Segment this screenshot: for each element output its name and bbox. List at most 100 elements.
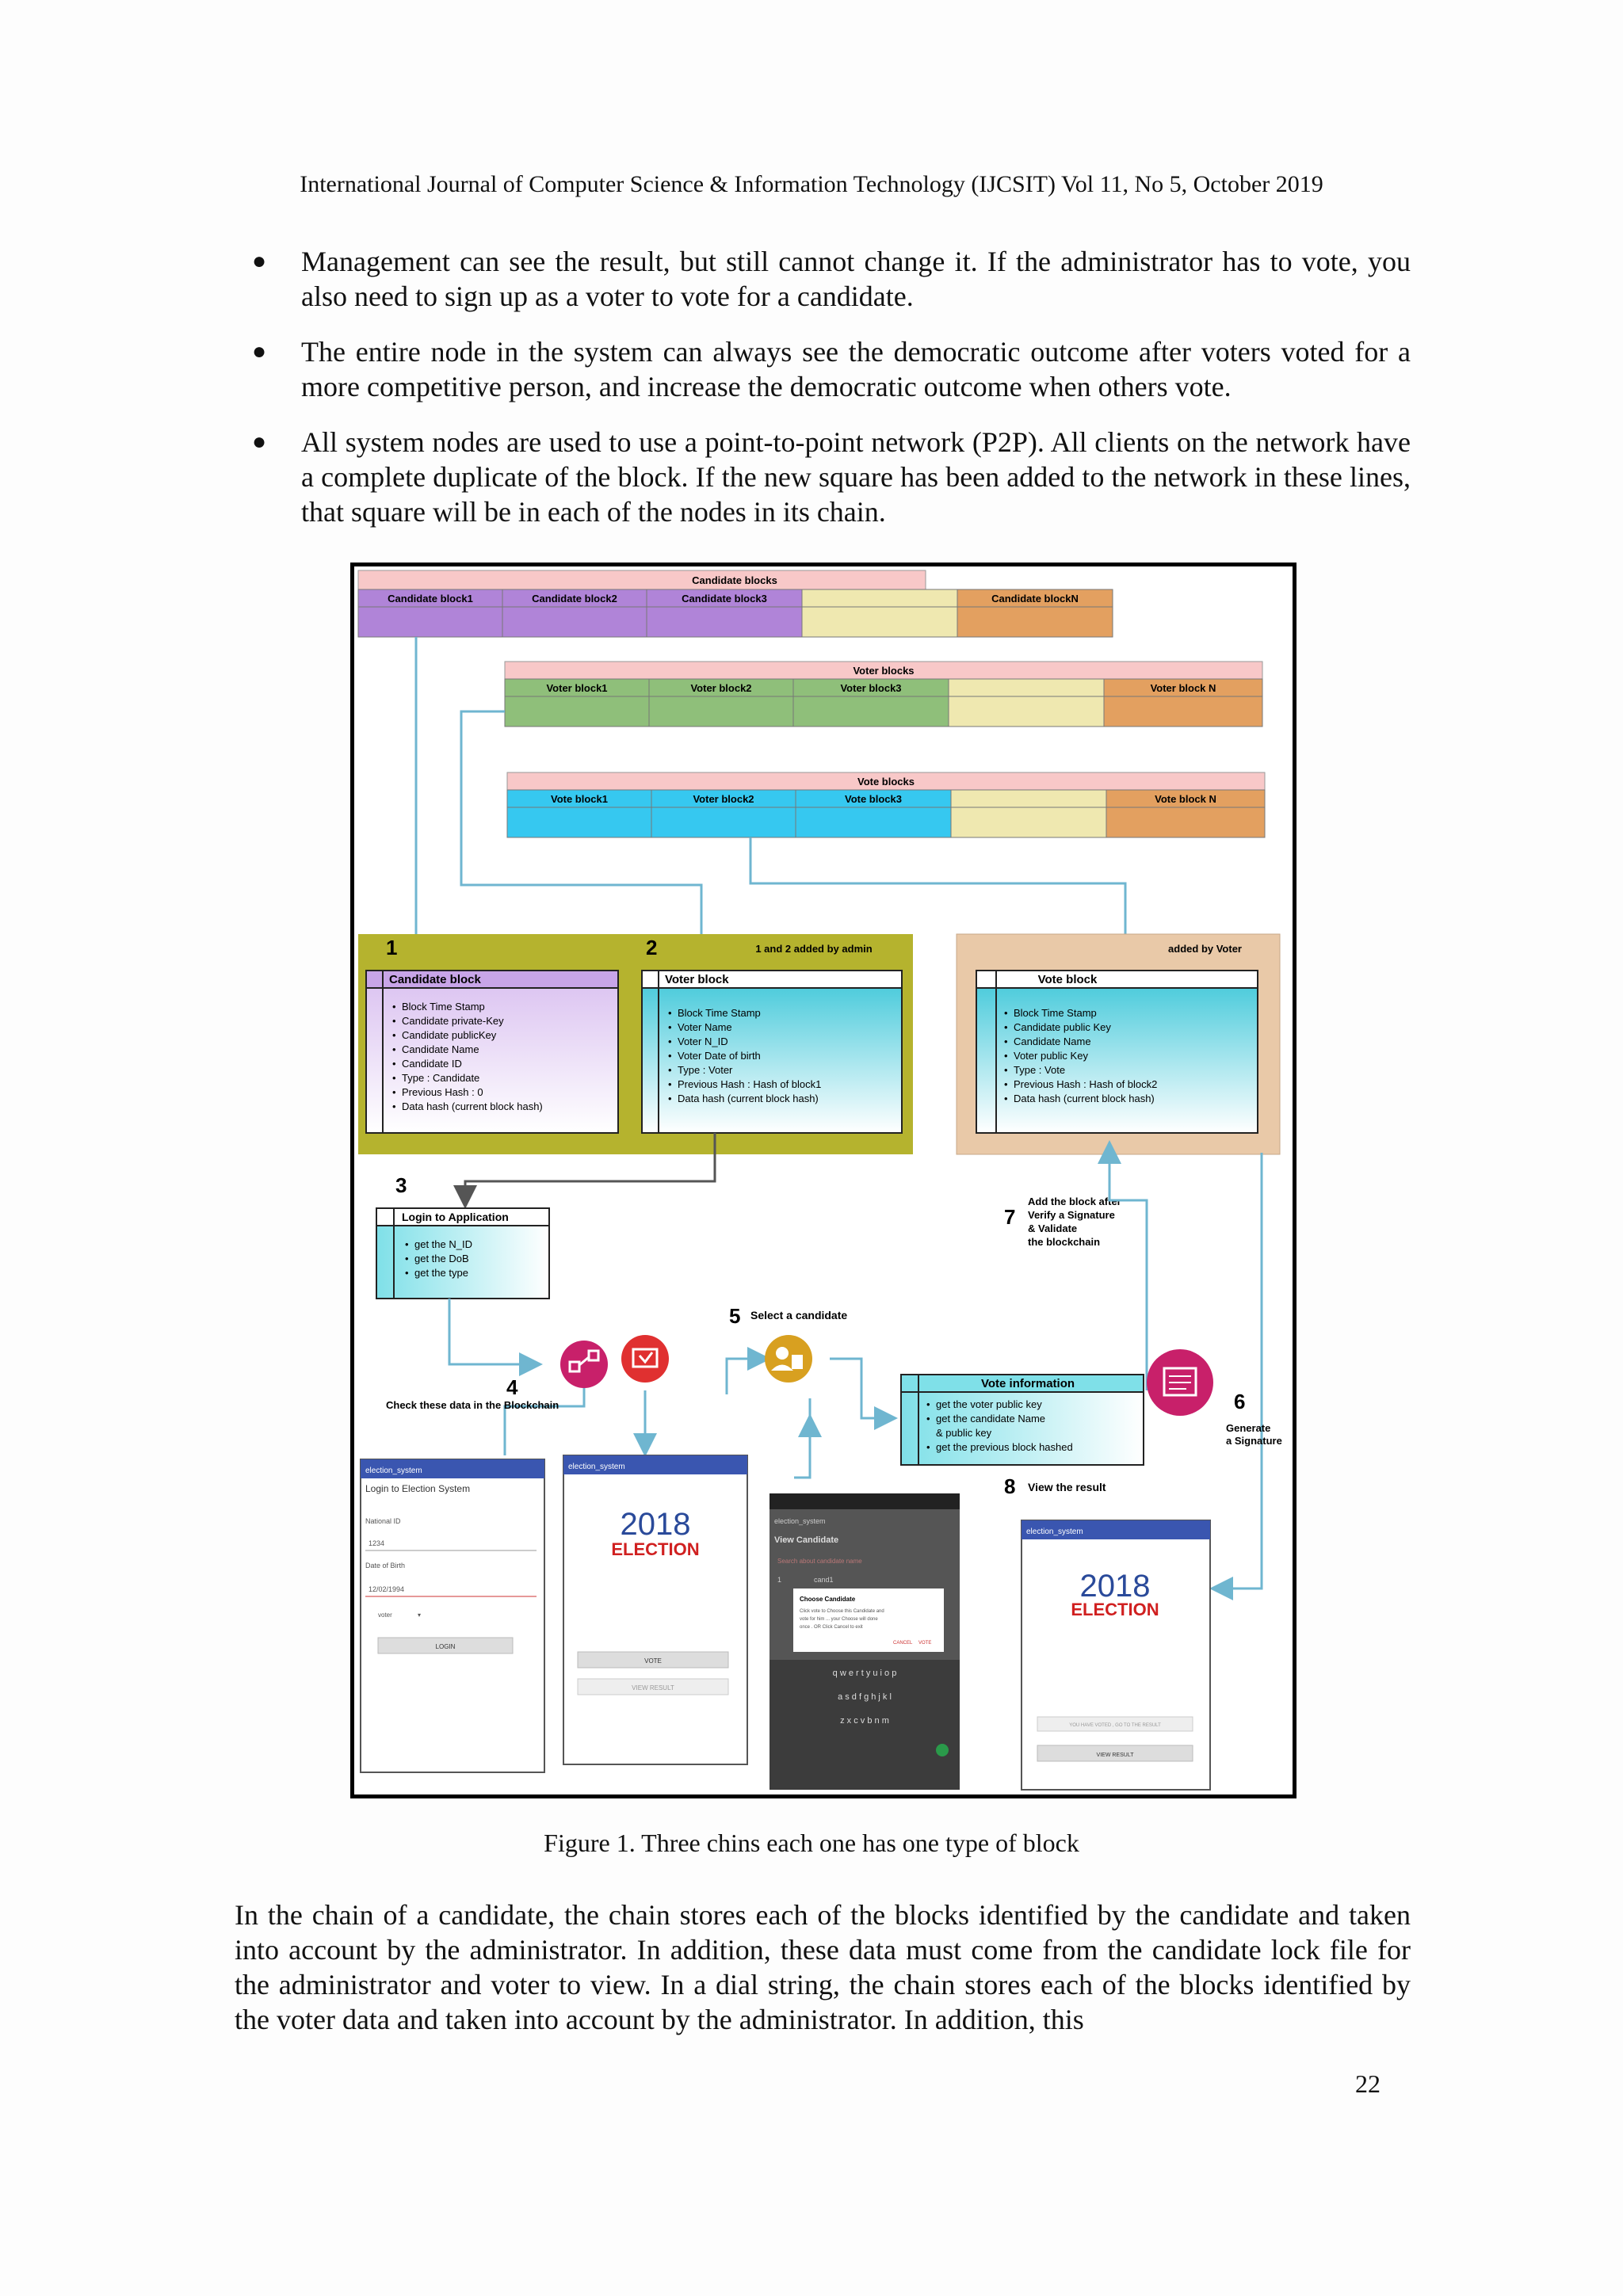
step-number-5: 5 (729, 1304, 740, 1328)
svg-text:•: • (1004, 1078, 1008, 1090)
voter-chain: Voter blocks Voter block1 Voter block2 V… (505, 662, 1262, 727)
svg-text:Data hash (current block hash): Data hash (current block hash) (1014, 1093, 1155, 1104)
svg-text:the blockchain: the blockchain (1028, 1236, 1100, 1248)
voter-block-card: Voter block •Block Time Stamp •Voter Nam… (642, 971, 902, 1133)
bullet-item: ●All system nodes are used to use a poin… (238, 425, 1411, 529)
svg-text:•: • (668, 1093, 672, 1104)
phone3-row-name: cand1 (814, 1576, 834, 1584)
candidate-block-title: Candidate block (389, 973, 482, 986)
figure-blockchain-diagram: Candidate blocks Candidate block1 Candid… (350, 563, 1296, 1798)
svg-text:•: • (926, 1441, 930, 1453)
svg-text:VIEW RESULT: VIEW RESULT (632, 1684, 674, 1691)
svg-text:•: • (668, 1064, 672, 1076)
svg-text:& Validate: & Validate (1028, 1222, 1077, 1234)
phone-candidate-screen: election_system View Candidate Search ab… (769, 1493, 960, 1790)
svg-text:•: • (392, 1029, 396, 1041)
svg-text:•: • (392, 1072, 396, 1084)
svg-text:get the voter public key: get the voter public key (936, 1398, 1042, 1410)
vote-information-card: Vote information •get the voter public k… (901, 1375, 1144, 1465)
svg-text:Data hash (current block hash): Data hash (current block hash) (402, 1100, 543, 1112)
svg-text:q w e r t y u i o p: q w e r t y u i o p (833, 1669, 897, 1678)
bullet-text: All system nodes are used to use a point… (301, 426, 1411, 528)
phone-result-screen: election_system 2018 ELECTION YOU HAVE V… (1022, 1520, 1210, 1790)
svg-text:Type : Voter: Type : Voter (678, 1064, 733, 1076)
svg-text:z x c v b n m: z x c v b n m (840, 1716, 889, 1726)
phone1-nid-label: National ID (365, 1517, 401, 1525)
figure-caption: Figure 1. Three chins each one has one t… (0, 1829, 1623, 1858)
bullet-text: The entire node in the system can always… (301, 336, 1411, 402)
svg-text:Verify a Signature: Verify a Signature (1028, 1209, 1115, 1221)
svg-text:Voter public Key: Voter public Key (1014, 1050, 1088, 1062)
svg-text:Candidate Name: Candidate Name (1014, 1035, 1091, 1047)
bullet-item: ●Management can see the result, but stil… (238, 244, 1411, 314)
svg-text:VOTE: VOTE (644, 1657, 662, 1665)
svg-text:•: • (392, 1100, 396, 1112)
phone1-title: Login to Election System (365, 1483, 470, 1494)
step-number-1: 1 (386, 936, 397, 959)
phone1-dob-label: Date of Birth (365, 1562, 405, 1569)
phone1-dob-value: 12/02/1994 (369, 1585, 404, 1593)
svg-text:Data hash (current block hash): Data hash (current block hash) (678, 1093, 819, 1104)
vote-block-label: Vote block1 (551, 793, 608, 805)
login-card-title: Login to Application (402, 1211, 509, 1223)
svg-text:VIEW RESULT: VIEW RESULT (1097, 1753, 1135, 1758)
svg-text:Voter Date of birth: Voter Date of birth (678, 1050, 761, 1062)
svg-text:get the DoB: get the DoB (414, 1253, 469, 1264)
svg-text:get the N_ID: get the N_ID (414, 1238, 472, 1250)
voter-chain-title: Voter blocks (853, 665, 914, 677)
svg-text:Type : Vote: Type : Vote (1014, 1064, 1065, 1076)
svg-text:•: • (1004, 1007, 1008, 1019)
svg-text:•: • (926, 1398, 930, 1410)
login-card: Login to Application • get the N_ID • get … (376, 1208, 549, 1299)
step-number-6: 6 (1234, 1390, 1245, 1413)
phone-home-screen: election_system 2018 ELECTION VOTE VIEW … (563, 1455, 747, 1764)
step6-label-line2: a Signature (1226, 1435, 1282, 1447)
svg-text:•: • (405, 1253, 409, 1264)
phone1-appbar: election_system (365, 1466, 422, 1475)
shield-icon (621, 1335, 669, 1383)
step6-label-line1: Generate (1226, 1422, 1270, 1434)
svg-text:•: • (405, 1238, 409, 1250)
phone2-logo-word: ELECTION (611, 1539, 699, 1559)
phone1-type-select: voter (378, 1611, 392, 1619)
svg-text:Voter Name: Voter Name (678, 1021, 732, 1033)
admin-note: 1 and 2 added by admin (755, 943, 872, 955)
bullet-list: ●Management can see the result, but stil… (238, 244, 1411, 550)
phone4-logo-year: 2018 (1080, 1569, 1151, 1604)
step4-label: Check these data in the Blockchain (386, 1399, 559, 1411)
svg-text:Candidate Name: Candidate Name (402, 1043, 479, 1055)
step-number-3: 3 (395, 1173, 407, 1197)
vote-block-label: Vote block N (1155, 793, 1216, 805)
phone3-search: Search about candidate name (777, 1558, 862, 1565)
svg-text:•: • (1004, 1021, 1008, 1033)
svg-text:•: • (668, 1035, 672, 1047)
svg-text:Candidate ID: Candidate ID (402, 1058, 462, 1070)
svg-text:Block Time Stamp: Block Time Stamp (1014, 1007, 1097, 1019)
svg-text:•: • (1004, 1093, 1008, 1104)
svg-text:•: • (668, 1050, 672, 1062)
journal-header: International Journal of Computer Scienc… (0, 171, 1623, 198)
svg-text:Candidate public Key: Candidate public Key (1014, 1021, 1111, 1033)
candidate-block-label: Candidate block2 (532, 593, 617, 605)
svg-text:vote for him ... your Choose w: vote for him ... your Choose will done (800, 1617, 878, 1622)
candidate-chain: Candidate blocks Candidate block1 Candid… (358, 570, 1113, 637)
candidate-block-label: Candidate block1 (388, 593, 473, 605)
diagram-canvas: Candidate blocks Candidate block1 Candid… (354, 566, 1293, 1794)
svg-text:•: • (1004, 1064, 1008, 1076)
vote-block-card: Vote block •Block Time Stamp •Candidate … (976, 971, 1258, 1133)
voter-block-title: Voter block (665, 973, 729, 986)
step-number-2: 2 (646, 936, 657, 959)
body-paragraph: In the chain of a candidate, the chain s… (235, 1897, 1411, 2037)
blockchain-icon (560, 1341, 608, 1388)
voter-note: added by Voter (1168, 943, 1242, 955)
svg-text:Choose Candidate: Choose Candidate (800, 1596, 856, 1603)
svg-text:Click vote to Choose this Cand: Click vote to Choose this Candidate and (800, 1609, 884, 1614)
svg-text:LOGIN: LOGIN (436, 1643, 456, 1650)
phone2-logo-year: 2018 (621, 1507, 691, 1542)
svg-text:•: • (1004, 1035, 1008, 1047)
svg-text:•: • (668, 1078, 672, 1090)
page-number: 22 (1355, 2069, 1381, 2099)
voter-block-label: Voter block2 (690, 682, 751, 694)
svg-text:•: • (405, 1267, 409, 1279)
voter-block-label: Voter block3 (840, 682, 901, 694)
